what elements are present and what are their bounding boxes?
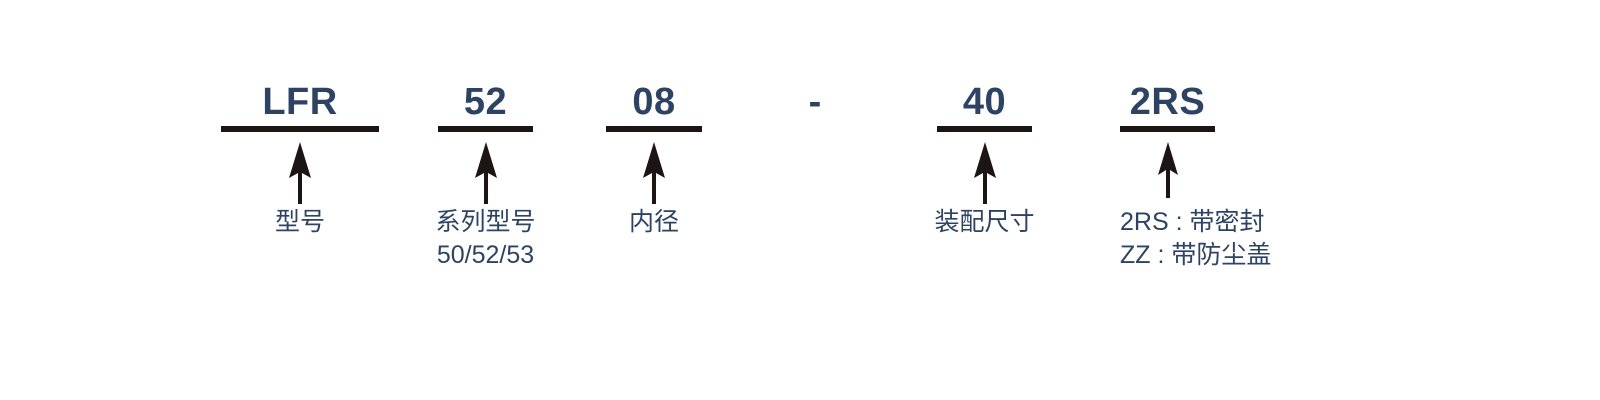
segment-underline [1120,126,1215,132]
segment-label-series-model: 系列型号 50/52/53 [378,206,593,272]
segment-label-bore-diameter: 内径 [546,206,762,239]
segment-label-assembly-dimension: 装配尺寸 [877,206,1092,239]
segment-label-line1: 装配尺寸 [934,208,1035,236]
segment-underline [937,126,1032,132]
segment-label-line2: ZZ : 带防尘盖 [1120,241,1272,269]
up-arrow-icon [606,142,702,206]
segment-underline [221,126,379,132]
up-arrow-icon [1120,142,1215,206]
segment-label-line1: 型号 [274,208,325,236]
segment-code-model: LFR [262,81,338,123]
segment-code-series-model: 52 [463,81,508,123]
up-arrow-icon [221,142,379,206]
segment-label-model: 型号 [161,206,439,239]
segment-label-line1: 内径 [628,208,679,236]
segment-code-bore-diameter: 08 [632,81,676,123]
segment-code-seal-type: 2RS [1129,81,1206,123]
code-separator-dash: - [808,81,822,123]
segment-label-line1: 系列型号 [435,208,536,236]
segment-underline [606,126,702,132]
segment-underline [438,126,533,132]
segment-label-line2: 50/52/53 [436,241,535,269]
up-arrow-icon [438,142,533,206]
segment-code-assembly-dimension: 40 [962,81,1007,123]
segment-label-line1: 2RS : 带密封 [1120,208,1265,236]
segment-label-seal-type: 2RS : 带密封 ZZ : 带防尘盖 [1120,206,1380,272]
up-arrow-icon [937,142,1032,206]
